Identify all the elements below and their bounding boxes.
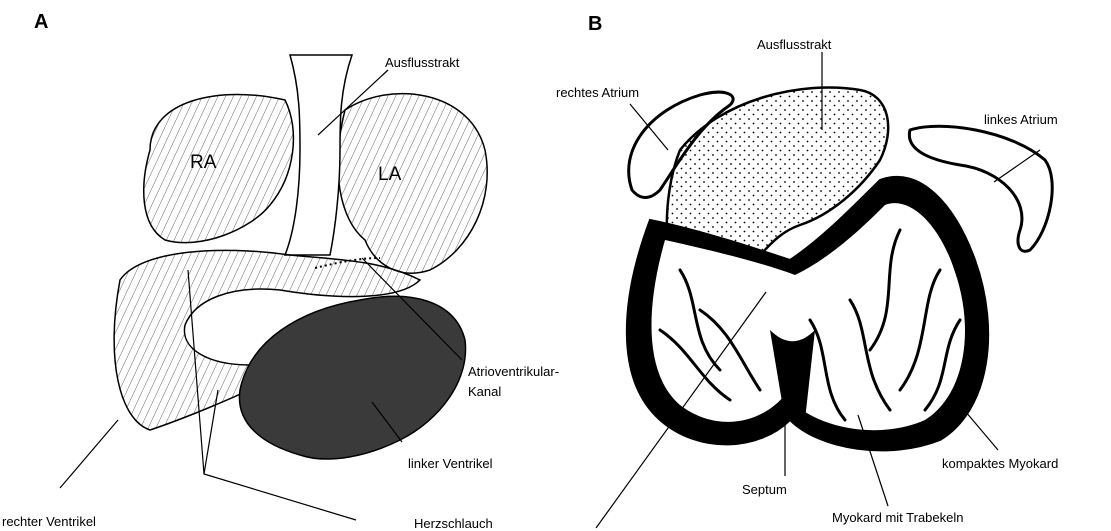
- label-outflow-tract-b: Ausflusstrakt: [757, 37, 832, 52]
- chamber-label-la: LA: [378, 164, 402, 185]
- left-ventricle-mass: [239, 296, 465, 459]
- chamber-label-ra: RA: [190, 152, 217, 173]
- panel-a-letter: A: [34, 11, 48, 33]
- label-left-atrium: linkes Atrium: [984, 112, 1058, 127]
- right-atrium-lobe: [144, 94, 294, 242]
- label-trabecular-myocardium: Myokard mit Trabekeln: [832, 510, 964, 525]
- leader-compact-myocardium: [960, 405, 998, 450]
- label-av-canal-line2: Kanal: [468, 384, 501, 399]
- label-right-atrium: rechtes Atrium: [556, 85, 639, 100]
- label-left-ventricle: linker Ventrikel: [408, 456, 493, 471]
- left-atrium-lobe: [338, 94, 487, 274]
- panel-b: B Ausflusstrakt re: [556, 13, 1058, 528]
- label-compact-myocardium: kompaktes Myokard: [942, 456, 1058, 471]
- label-right-ventricle: rechter Ventrikel: [2, 514, 96, 529]
- label-septum: Septum: [742, 482, 787, 497]
- label-outflow-tract-a: Ausflusstrakt: [385, 55, 460, 70]
- label-heart-tube: Herzschlauch: [414, 516, 493, 531]
- panel-b-letter: B: [588, 13, 602, 35]
- label-av-canal-line1: Atrioventrikular-: [468, 364, 559, 379]
- panel-a: A RA LA Ausflusstrakt Atrioventrikular- …: [2, 11, 559, 531]
- leader-right-ventricle: [60, 420, 118, 488]
